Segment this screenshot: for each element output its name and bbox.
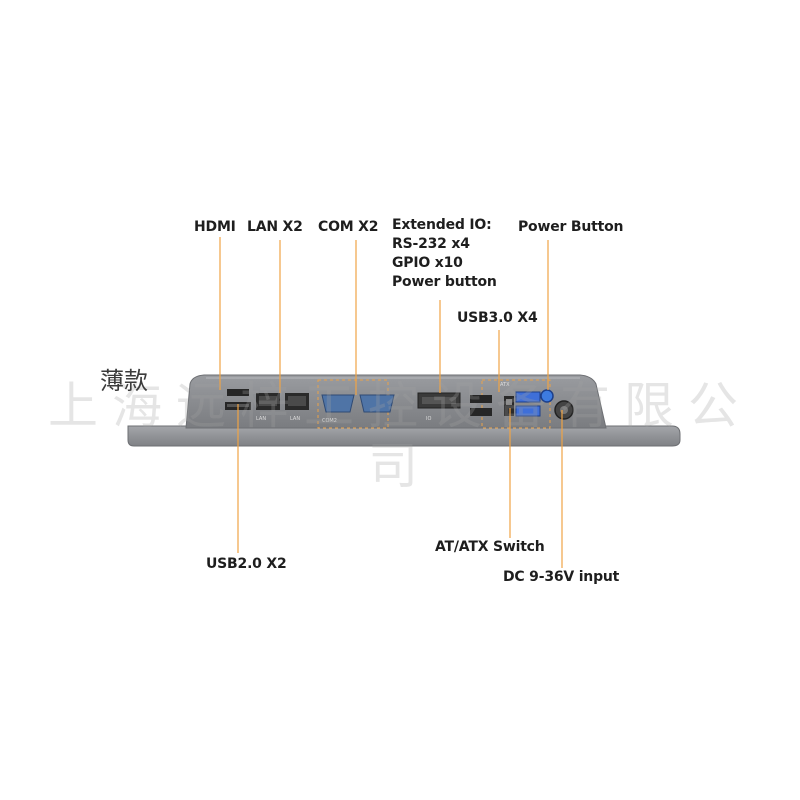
usb-port-icon [470, 408, 492, 416]
power-button-icon [540, 389, 554, 403]
svg-text:LAN: LAN [256, 416, 266, 422]
extended-io-label: Extended IO: RS-232 x4 GPIO x10 Power bu… [392, 217, 497, 290]
serial-port-icon [321, 394, 355, 413]
at-atx-label: AT/ATX Switch [435, 539, 545, 555]
chassis-base [127, 425, 681, 447]
dc-input-label: DC 9-36V input [503, 569, 620, 585]
hdmi-port-icon [227, 389, 249, 396]
serial-port-icon [359, 394, 395, 413]
lan-label: LAN X2 [247, 219, 303, 235]
usb2-label: USB2.0 X2 [206, 556, 287, 572]
hdmi-label: HDMI [194, 219, 236, 235]
svg-text:IO: IO [426, 416, 431, 422]
com-label: COM X2 [318, 219, 379, 235]
usb-port-icon [515, 391, 541, 403]
svg-text:LAN: LAN [290, 416, 300, 422]
chassis-body [185, 374, 607, 429]
svg-text:COM2: COM2 [322, 418, 337, 424]
variant-label: 薄款 [100, 367, 148, 395]
svg-text:ATX: ATX [500, 382, 510, 388]
leader-lines [219, 237, 563, 568]
usb3-label: USB3.0 X4 [457, 310, 538, 326]
toggle-switch-icon [504, 396, 514, 416]
power-button-label: Power Button [518, 219, 624, 235]
usb-port-icon [470, 395, 492, 403]
usb-port-icon [515, 405, 541, 417]
